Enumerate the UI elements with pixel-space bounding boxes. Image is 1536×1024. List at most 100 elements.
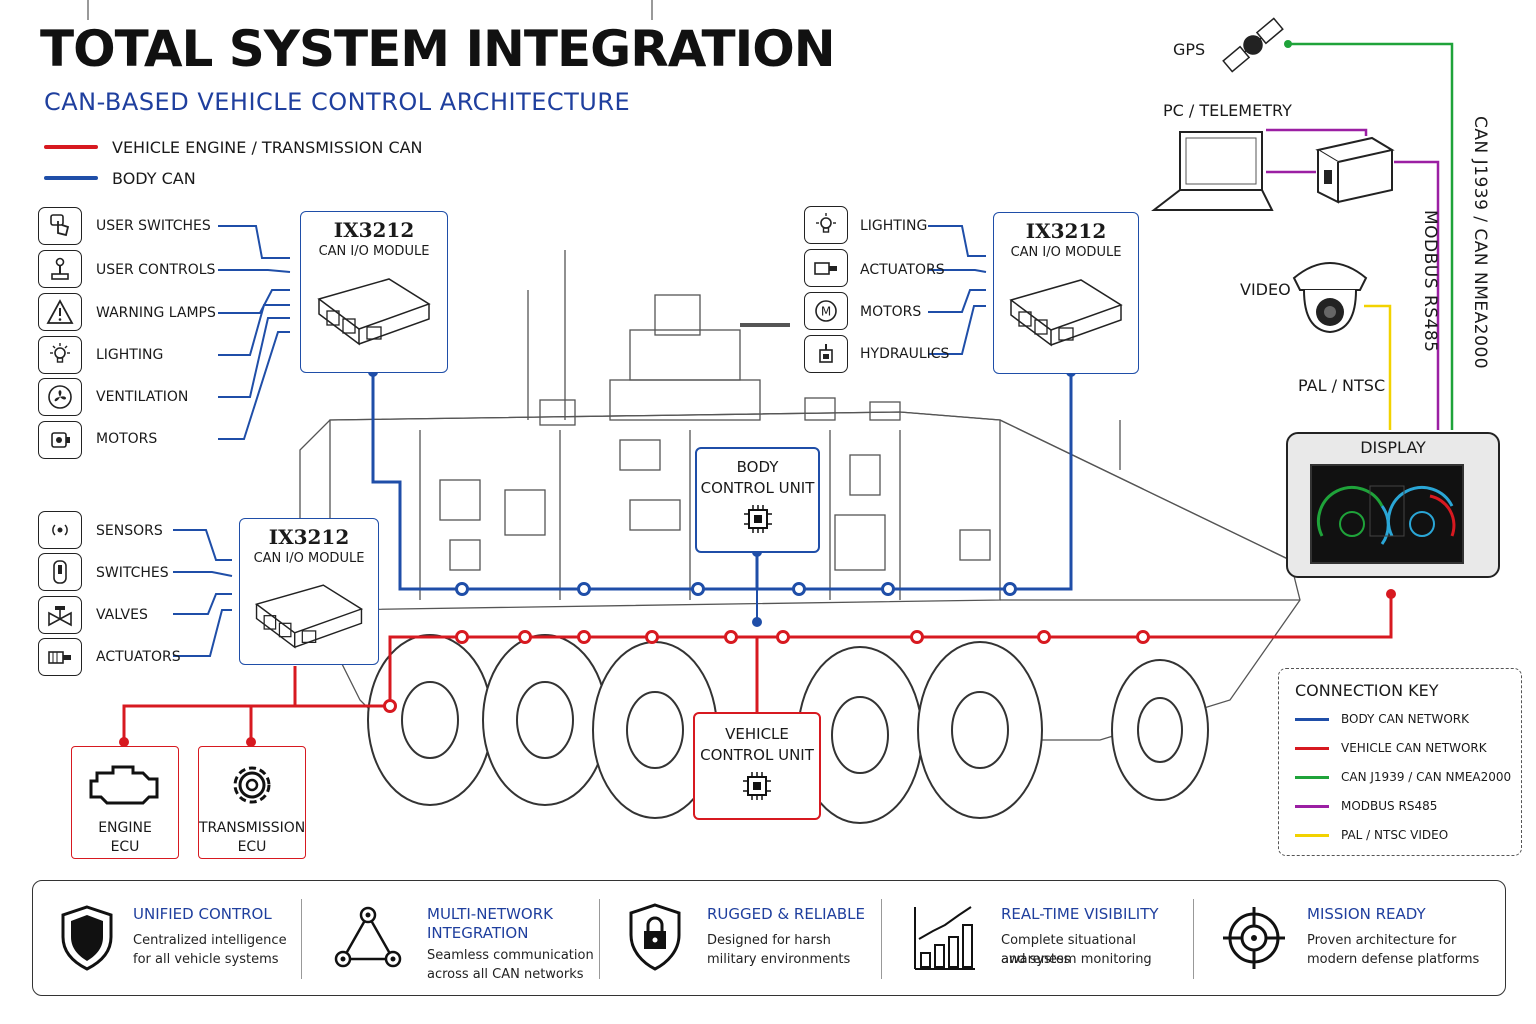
io-label-motors-right: MOTORS — [860, 304, 922, 320]
feature-divider — [1193, 899, 1194, 979]
feature-desc: Designed for harsh — [707, 933, 831, 948]
video-label: VIDEO — [1240, 280, 1291, 299]
motor-m-icon: M — [804, 292, 848, 330]
display-screen — [1310, 464, 1464, 564]
io-label-warning-lamps: WARNING LAMPS — [96, 305, 216, 321]
bulb-icon — [804, 206, 848, 244]
chip-icon — [743, 505, 772, 533]
page-title: TOTAL SYSTEM INTEGRATION — [40, 20, 836, 78]
valve-icon — [38, 596, 82, 634]
fan-icon — [38, 378, 82, 416]
feature-desc: modern defense platforms — [1307, 952, 1480, 967]
io-label-sensors: SENSORS — [96, 523, 163, 539]
io-label-valves: VALVES — [96, 607, 148, 623]
ecu-connection-dot — [246, 737, 256, 747]
gps-can-wire — [1288, 42, 1454, 430]
feature-bar: UNIFIED CONTROL Centralized intelligence… — [32, 880, 1506, 996]
io-label-lighting: LIGHTING — [96, 347, 164, 363]
transmission-ecu-line1: TRANSMISSION — [199, 820, 306, 836]
network-icon — [334, 906, 402, 968]
feature-unified-control: UNIFIED CONTROL Centralized intelligence… — [33, 881, 303, 997]
legend-label: VEHICLE ENGINE / TRANSMISSION CAN — [112, 137, 423, 157]
vcu-line2: CONTROL UNIT — [700, 746, 814, 764]
body-can-nodes — [455, 582, 1017, 596]
feature-title: REAL-TIME VISIBILITY — [1001, 905, 1159, 923]
lock-shield-icon — [629, 903, 681, 971]
display-connection-dot — [1386, 589, 1396, 599]
feature-desc: Centralized intelligence — [133, 933, 287, 948]
legend-item-vehicle-can: VEHICLE ENGINE / TRANSMISSION CAN — [44, 136, 423, 158]
transmission-ecu: TRANSMISSION ECU — [198, 746, 306, 859]
gear-icon — [233, 766, 271, 804]
feature-desc: for all vehicle systems — [133, 952, 279, 967]
engine-ecu-line1: ENGINE — [98, 820, 152, 836]
hydraulic-icon — [804, 335, 848, 373]
vehicle-can-backbone — [122, 594, 1393, 740]
chip-icon — [743, 772, 771, 800]
module-title: IX3212 — [1025, 219, 1107, 243]
hand-press-icon — [38, 207, 82, 245]
feature-title: MISSION READY — [1307, 905, 1426, 923]
actuator-icon — [38, 638, 82, 676]
key-label: BODY CAN NETWORK — [1341, 712, 1469, 726]
io-module-icon — [254, 584, 364, 649]
connection-key: CONNECTION KEY BODY CAN NETWORK VEHICLE … — [1278, 668, 1522, 856]
warning-icon — [38, 293, 82, 331]
module-subtitle: CAN I/O MODULE — [253, 551, 365, 566]
vehicle-can-nodes — [383, 630, 1150, 713]
vehicle-control-unit: VEHICLE CONTROL UNIT — [693, 712, 821, 820]
key-line-yellow — [1295, 833, 1329, 837]
vcu-line1: VEHICLE — [725, 725, 789, 743]
pal-ntsc-label: PAL / NTSC — [1298, 376, 1386, 395]
page-subtitle: CAN-BASED VEHICLE CONTROL ARCHITECTURE — [44, 88, 631, 116]
feature-desc: military environments — [707, 952, 851, 967]
io-label-hydraulics: HYDRAULICS — [860, 346, 950, 362]
key-row-can-j1939: CAN J1939 / CAN NMEA2000 — [1295, 770, 1511, 784]
feature-title: RUGGED & RELIABLE — [707, 905, 865, 923]
key-label: MODBUS RS485 — [1341, 799, 1438, 813]
engine-icon — [89, 765, 159, 805]
laptop-icon — [1151, 131, 1274, 211]
key-line-purple — [1295, 804, 1329, 808]
io-label-user-controls: USER CONTROLS — [96, 262, 216, 278]
feature-divider — [301, 899, 302, 979]
feature-title: MULTI-NETWORK — [427, 905, 553, 923]
engine-ecu-line2: ECU — [110, 839, 140, 855]
display-label: DISPLAY — [1360, 438, 1426, 457]
bulb-icon — [38, 336, 82, 374]
motor-icon — [38, 421, 82, 459]
shield-icon — [61, 905, 113, 971]
legend-label: BODY CAN — [112, 168, 196, 188]
modbus-to-display-wire — [1394, 160, 1440, 430]
can-io-module-top-left: IX3212 CAN I/O MODULE — [300, 211, 448, 373]
can-io-module-right: IX3212 CAN I/O MODULE — [993, 212, 1139, 374]
display-unit: DISPLAY — [1286, 432, 1500, 578]
feature-title: UNIFIED CONTROL — [133, 905, 272, 923]
feature-desc: Seamless communication — [427, 948, 594, 963]
body-can-backbone — [371, 372, 1073, 620]
can-io-module-bottom-left: IX3212 CAN I/O MODULE — [239, 518, 379, 665]
crosshair-icon — [1223, 907, 1285, 969]
key-row-vehicle-can: VEHICLE CAN NETWORK — [1295, 741, 1487, 755]
feature-multi-network: MULTI-NETWORK INTEGRATION Seamless commu… — [303, 881, 599, 997]
feature-mission-ready: MISSION READY Proven architecture for mo… — [1195, 881, 1495, 997]
io-label-actuators-right: ACTUATORS — [860, 262, 945, 278]
legend-red-line — [44, 145, 98, 149]
transmission-ecu-line2: ECU — [237, 839, 267, 855]
feature-title-line2: INTEGRATION — [427, 924, 529, 942]
engine-ecu: ENGINE ECU — [71, 746, 179, 859]
gps-label: GPS — [1173, 40, 1206, 59]
telemetry-box-icon — [1315, 136, 1395, 204]
video-wire — [1364, 304, 1392, 430]
pc-modbus-wire — [1266, 128, 1368, 136]
io-label-lighting-right: LIGHTING — [860, 218, 928, 234]
pc-telemetry-label: PC / TELEMETRY — [1163, 101, 1292, 120]
vehicle-wheels — [367, 634, 1209, 824]
io-label-ventilation: VENTILATION — [96, 389, 189, 405]
satellite-icon — [1222, 17, 1284, 73]
io-label-motors: MOTORS — [96, 431, 158, 447]
bcu-line1: BODY — [736, 458, 779, 476]
key-label: PAL / NTSC VIDEO — [1341, 828, 1449, 842]
bcu-line2: CONTROL UNIT — [700, 479, 815, 497]
